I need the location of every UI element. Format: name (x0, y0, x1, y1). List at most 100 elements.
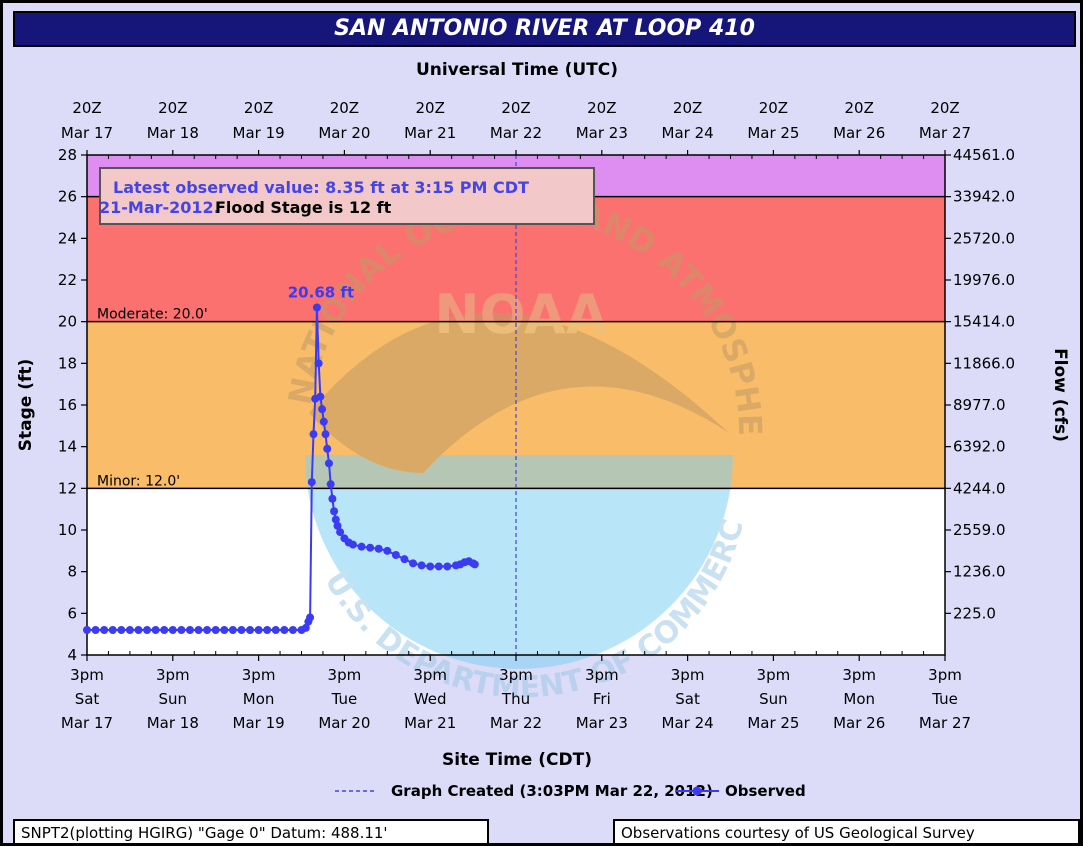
flow-tick-label: 25720.0 (953, 229, 1015, 247)
y2-axis-title: Flow (cfs) (1050, 348, 1070, 442)
bottom-tick-time: 3pm (499, 666, 533, 684)
observed-point (91, 626, 100, 634)
y-tick-label: 12 (58, 479, 77, 497)
legend-observed-marker (692, 786, 702, 796)
flow-tick-label: 19976.0 (953, 271, 1015, 289)
y-tick-label: 26 (58, 188, 77, 206)
observed-point (324, 459, 333, 468)
bottom-tick-time: 3pm (671, 666, 705, 684)
observed-point (246, 626, 255, 634)
observed-point (220, 626, 229, 634)
data-credit-note: Observations courtesy of US Geological S… (613, 819, 1080, 843)
observed-point (400, 555, 409, 564)
top-tick-date: Mar 19 (233, 124, 285, 142)
observed-point (306, 613, 315, 622)
top-tick-date: Mar 26 (833, 124, 885, 142)
latest-value-box (99, 167, 595, 225)
bottom-tick-day: Mon (243, 690, 275, 708)
top-tick-time: 20Z (501, 99, 530, 117)
observed-point (271, 626, 280, 634)
top-tick-time: 20Z (673, 99, 702, 117)
flow-tick-label: 11866.0 (953, 354, 1015, 372)
bottom-tick-time: 3pm (156, 666, 190, 684)
observed-point (312, 303, 321, 312)
observed-point (237, 626, 246, 634)
top-tick-date: Mar 22 (490, 124, 542, 142)
observed-point (314, 359, 323, 368)
threshold-label: Minor: 12.0' (97, 473, 180, 489)
top-tick-date: Mar 23 (576, 124, 628, 142)
top-axis-title: Universal Time (UTC) (416, 60, 618, 80)
observed-point (357, 542, 366, 551)
top-tick-time: 20Z (759, 99, 788, 117)
y-axis-title: Stage (ft) (16, 359, 36, 452)
bottom-tick-day: Tue (331, 690, 358, 708)
latest-value-text: Latest observed value: 8.35 ft at 3:15 P… (113, 178, 529, 197)
observed-point (168, 626, 177, 634)
bottom-tick-day: Wed (414, 690, 447, 708)
observed-point (348, 540, 357, 549)
observed-point (417, 561, 426, 570)
observed-point (434, 562, 443, 571)
bottom-tick-date: Mar 25 (747, 714, 799, 732)
flow-tick-label: 1236.0 (953, 563, 1006, 581)
observed-point (318, 405, 327, 414)
latest-value-date: 21-Mar-2012. (99, 198, 220, 217)
top-tick-date: Mar 27 (919, 124, 971, 142)
flow-tick-label: 6392.0 (953, 438, 1006, 456)
top-tick-time: 20Z (587, 99, 616, 117)
top-tick-date: Mar 18 (147, 124, 199, 142)
y-tick-label: 14 (58, 438, 77, 456)
observed-point (194, 626, 203, 634)
observed-point (307, 478, 316, 487)
top-tick-date: Mar 25 (747, 124, 799, 142)
flood-stage-text: Flood Stage is 12 ft (215, 198, 392, 217)
peak-label: 20.68 ft (288, 284, 354, 302)
bottom-tick-date: Mar 27 (919, 714, 971, 732)
bottom-tick-date: Mar 23 (576, 714, 628, 732)
bottom-tick-date: Mar 22 (490, 714, 542, 732)
observed-point (203, 626, 212, 634)
y-tick-label: 10 (58, 521, 77, 539)
chart-title: SAN ANTONIO RIVER AT LOOP 410 (13, 11, 1076, 47)
hydrograph-chart: NATIONAL OCEANIC AND ATMOSPHERIC ADMINIS… (3, 3, 1070, 800)
y-tick-label: 20 (58, 313, 77, 331)
observed-point (470, 560, 479, 569)
legend-observed-label: Observed (725, 782, 806, 800)
observed-point (125, 626, 134, 634)
observed-point (326, 480, 335, 489)
observed-point (316, 392, 325, 401)
bottom-tick-date: Mar 19 (233, 714, 285, 732)
y-tick-label: 28 (58, 146, 77, 164)
bottom-tick-time: 3pm (842, 666, 876, 684)
top-tick-time: 20Z (158, 99, 187, 117)
watermark-gull (309, 312, 729, 473)
bottom-tick-date: Mar 24 (662, 714, 714, 732)
top-tick-time: 20Z (845, 99, 874, 117)
observed-point (160, 626, 169, 634)
top-tick-date: Mar 24 (662, 124, 714, 142)
observed-point (391, 551, 400, 559)
bottom-tick-date: Mar 18 (147, 714, 199, 732)
bottom-tick-time: 3pm (928, 666, 962, 684)
flow-tick-label: 8977.0 (953, 396, 1006, 414)
bottom-tick-day: Tue (931, 690, 958, 708)
observed-point (108, 626, 117, 634)
observed-point (83, 626, 91, 634)
bottom-tick-time: 3pm (242, 666, 276, 684)
top-tick-time: 20Z (72, 99, 101, 117)
top-tick-date: Mar 17 (61, 124, 113, 142)
observed-point (280, 626, 289, 634)
gage-datum-note: SNPT2(plotting HGIRG) "Gage 0" Datum: 48… (13, 819, 489, 843)
observed-point (309, 430, 318, 439)
observed-point (323, 444, 332, 453)
observed-point (383, 546, 392, 555)
observed-point (336, 528, 345, 537)
observed-point (366, 543, 375, 552)
bottom-tick-day: Sat (675, 690, 700, 708)
y-tick-label: 4 (67, 646, 77, 664)
y-tick-label: 6 (67, 604, 77, 622)
observed-point (228, 626, 237, 634)
top-tick-date: Mar 21 (404, 124, 456, 142)
